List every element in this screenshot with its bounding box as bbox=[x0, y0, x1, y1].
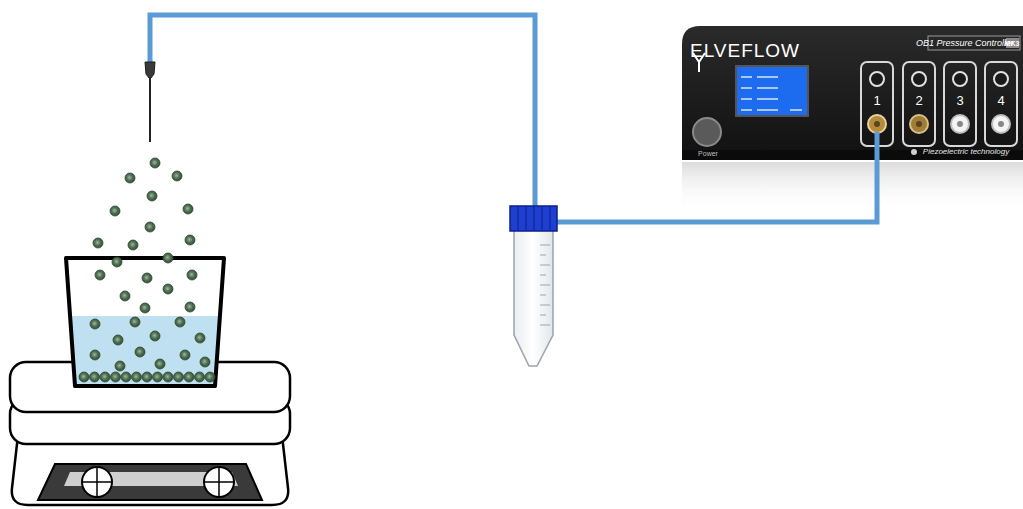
knob bbox=[82, 467, 112, 497]
droplet bbox=[90, 319, 100, 329]
power-button bbox=[693, 118, 721, 146]
droplet bbox=[115, 361, 125, 371]
tubing bbox=[557, 132, 877, 222]
port-sockets bbox=[870, 72, 1008, 86]
tech-logo bbox=[911, 149, 917, 155]
reflection bbox=[682, 162, 1023, 212]
port-fittings bbox=[868, 115, 1010, 133]
beaker bbox=[66, 258, 224, 386]
model-version: MK3 bbox=[1005, 40, 1020, 47]
droplet bbox=[90, 350, 100, 360]
control-panel bbox=[38, 464, 262, 500]
droplets bbox=[79, 158, 215, 382]
tube-cap bbox=[510, 206, 557, 231]
port-number: 4 bbox=[997, 94, 1004, 107]
droplet bbox=[172, 171, 182, 181]
liquid bbox=[70, 316, 220, 384]
droplet bbox=[147, 191, 157, 201]
droplet bbox=[195, 372, 205, 382]
droplet bbox=[174, 372, 184, 382]
droplet bbox=[110, 206, 120, 216]
model-name: OB1 Pressure Controller bbox=[916, 39, 1014, 48]
droplet bbox=[163, 372, 173, 382]
droplet bbox=[79, 372, 89, 382]
droplet bbox=[185, 235, 195, 245]
droplet bbox=[100, 372, 110, 382]
droplet bbox=[140, 303, 150, 313]
needle bbox=[149, 78, 151, 142]
needle-hub bbox=[145, 62, 155, 78]
droplet bbox=[163, 284, 173, 294]
droplet bbox=[125, 173, 135, 183]
controller-body bbox=[682, 26, 1023, 160]
droplet bbox=[113, 335, 123, 345]
graduations bbox=[540, 245, 550, 325]
droplet bbox=[150, 158, 160, 168]
droplet bbox=[200, 357, 210, 367]
brand-name: ELVEFLOW bbox=[690, 41, 800, 60]
droplet bbox=[142, 273, 152, 283]
droplet bbox=[195, 333, 205, 343]
display-readout bbox=[741, 77, 802, 110]
port-number: 3 bbox=[956, 94, 963, 107]
knob bbox=[204, 467, 234, 497]
cap-ridges bbox=[518, 207, 550, 230]
droplet bbox=[121, 372, 131, 382]
tech-note: Piezoelectric technology bbox=[923, 148, 1009, 156]
droplet bbox=[163, 253, 173, 263]
droplet bbox=[93, 238, 103, 248]
droplet bbox=[155, 359, 165, 369]
display-screen bbox=[736, 66, 808, 116]
droplet bbox=[132, 372, 142, 382]
droplet bbox=[128, 240, 138, 250]
droplet bbox=[180, 350, 190, 360]
port-number: 1 bbox=[873, 94, 880, 107]
droplet bbox=[153, 372, 163, 382]
button-label: Power bbox=[698, 150, 718, 157]
droplet bbox=[150, 331, 160, 341]
falcon-tube bbox=[514, 230, 553, 366]
droplet bbox=[90, 372, 100, 382]
droplet bbox=[112, 257, 122, 267]
droplet bbox=[184, 372, 194, 382]
droplet bbox=[111, 372, 121, 382]
tubing bbox=[150, 15, 535, 206]
droplet bbox=[145, 222, 155, 232]
droplet bbox=[185, 302, 195, 312]
droplet bbox=[130, 317, 140, 327]
droplet bbox=[187, 270, 197, 280]
droplet bbox=[95, 270, 105, 280]
droplet bbox=[142, 372, 152, 382]
droplet bbox=[205, 372, 215, 382]
droplet bbox=[135, 347, 145, 357]
port-number: 2 bbox=[915, 94, 922, 107]
port-panels bbox=[861, 62, 1017, 146]
droplet bbox=[120, 291, 130, 301]
droplet bbox=[183, 204, 193, 214]
droplet bbox=[175, 317, 185, 327]
